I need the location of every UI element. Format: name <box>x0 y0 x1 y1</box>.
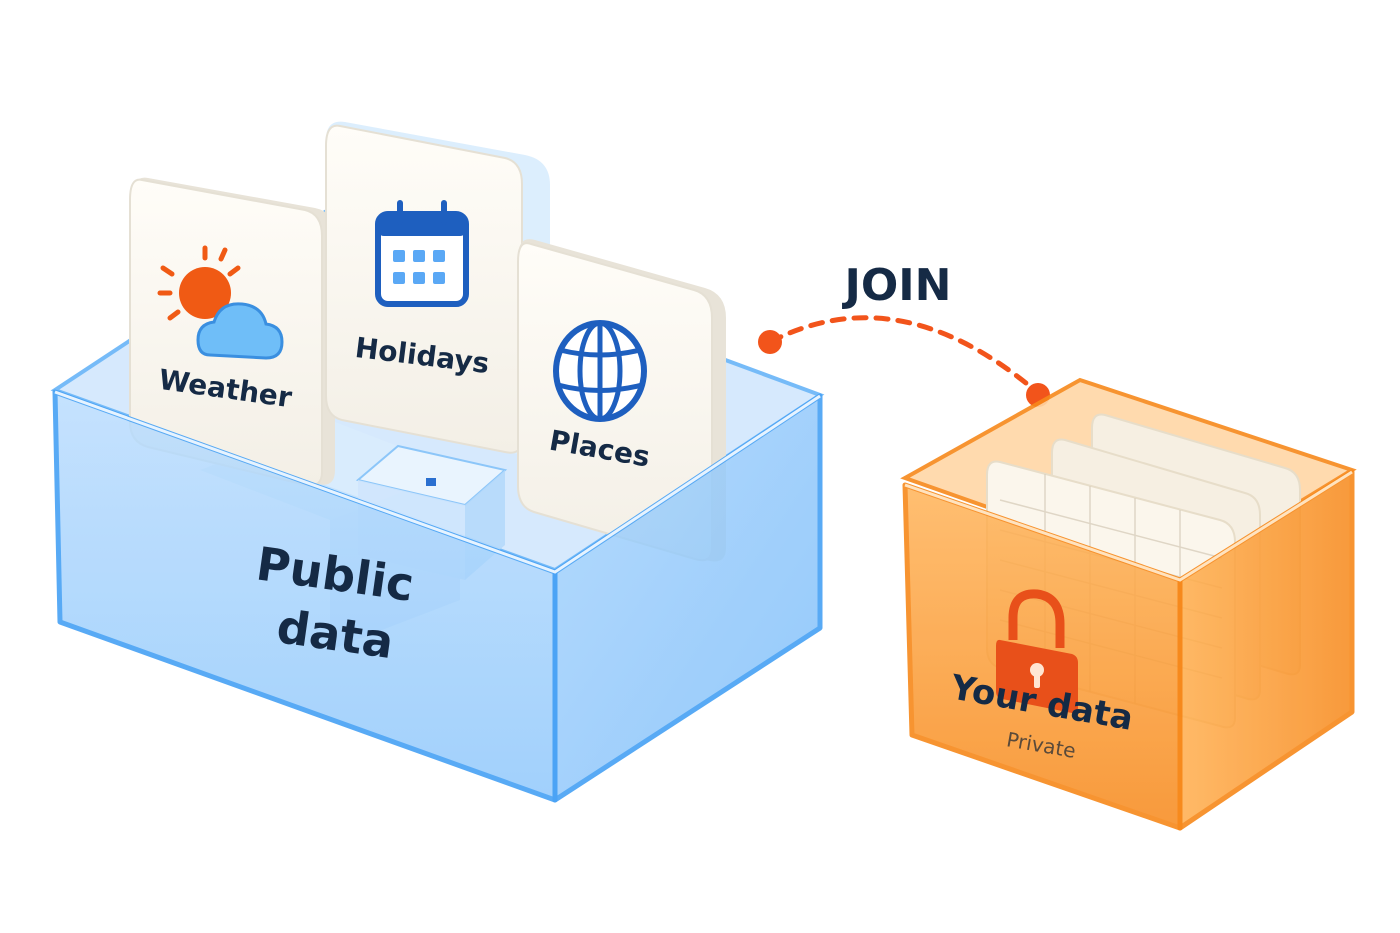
join-start-dot <box>758 330 782 354</box>
globe-icon <box>553 320 647 422</box>
calendar-icon <box>375 200 469 307</box>
public-data-box: Weather Holidays <box>50 121 825 803</box>
places-card: Places <box>517 239 726 562</box>
join-connector: JOIN <box>758 260 1050 407</box>
holidays-card: Holidays <box>325 121 550 457</box>
lock-icon <box>996 589 1078 714</box>
private-data-box: Your data Private <box>900 377 1357 831</box>
weather-icon <box>157 245 284 360</box>
join-label: JOIN <box>842 260 952 311</box>
weather-card: Weather <box>129 177 335 487</box>
